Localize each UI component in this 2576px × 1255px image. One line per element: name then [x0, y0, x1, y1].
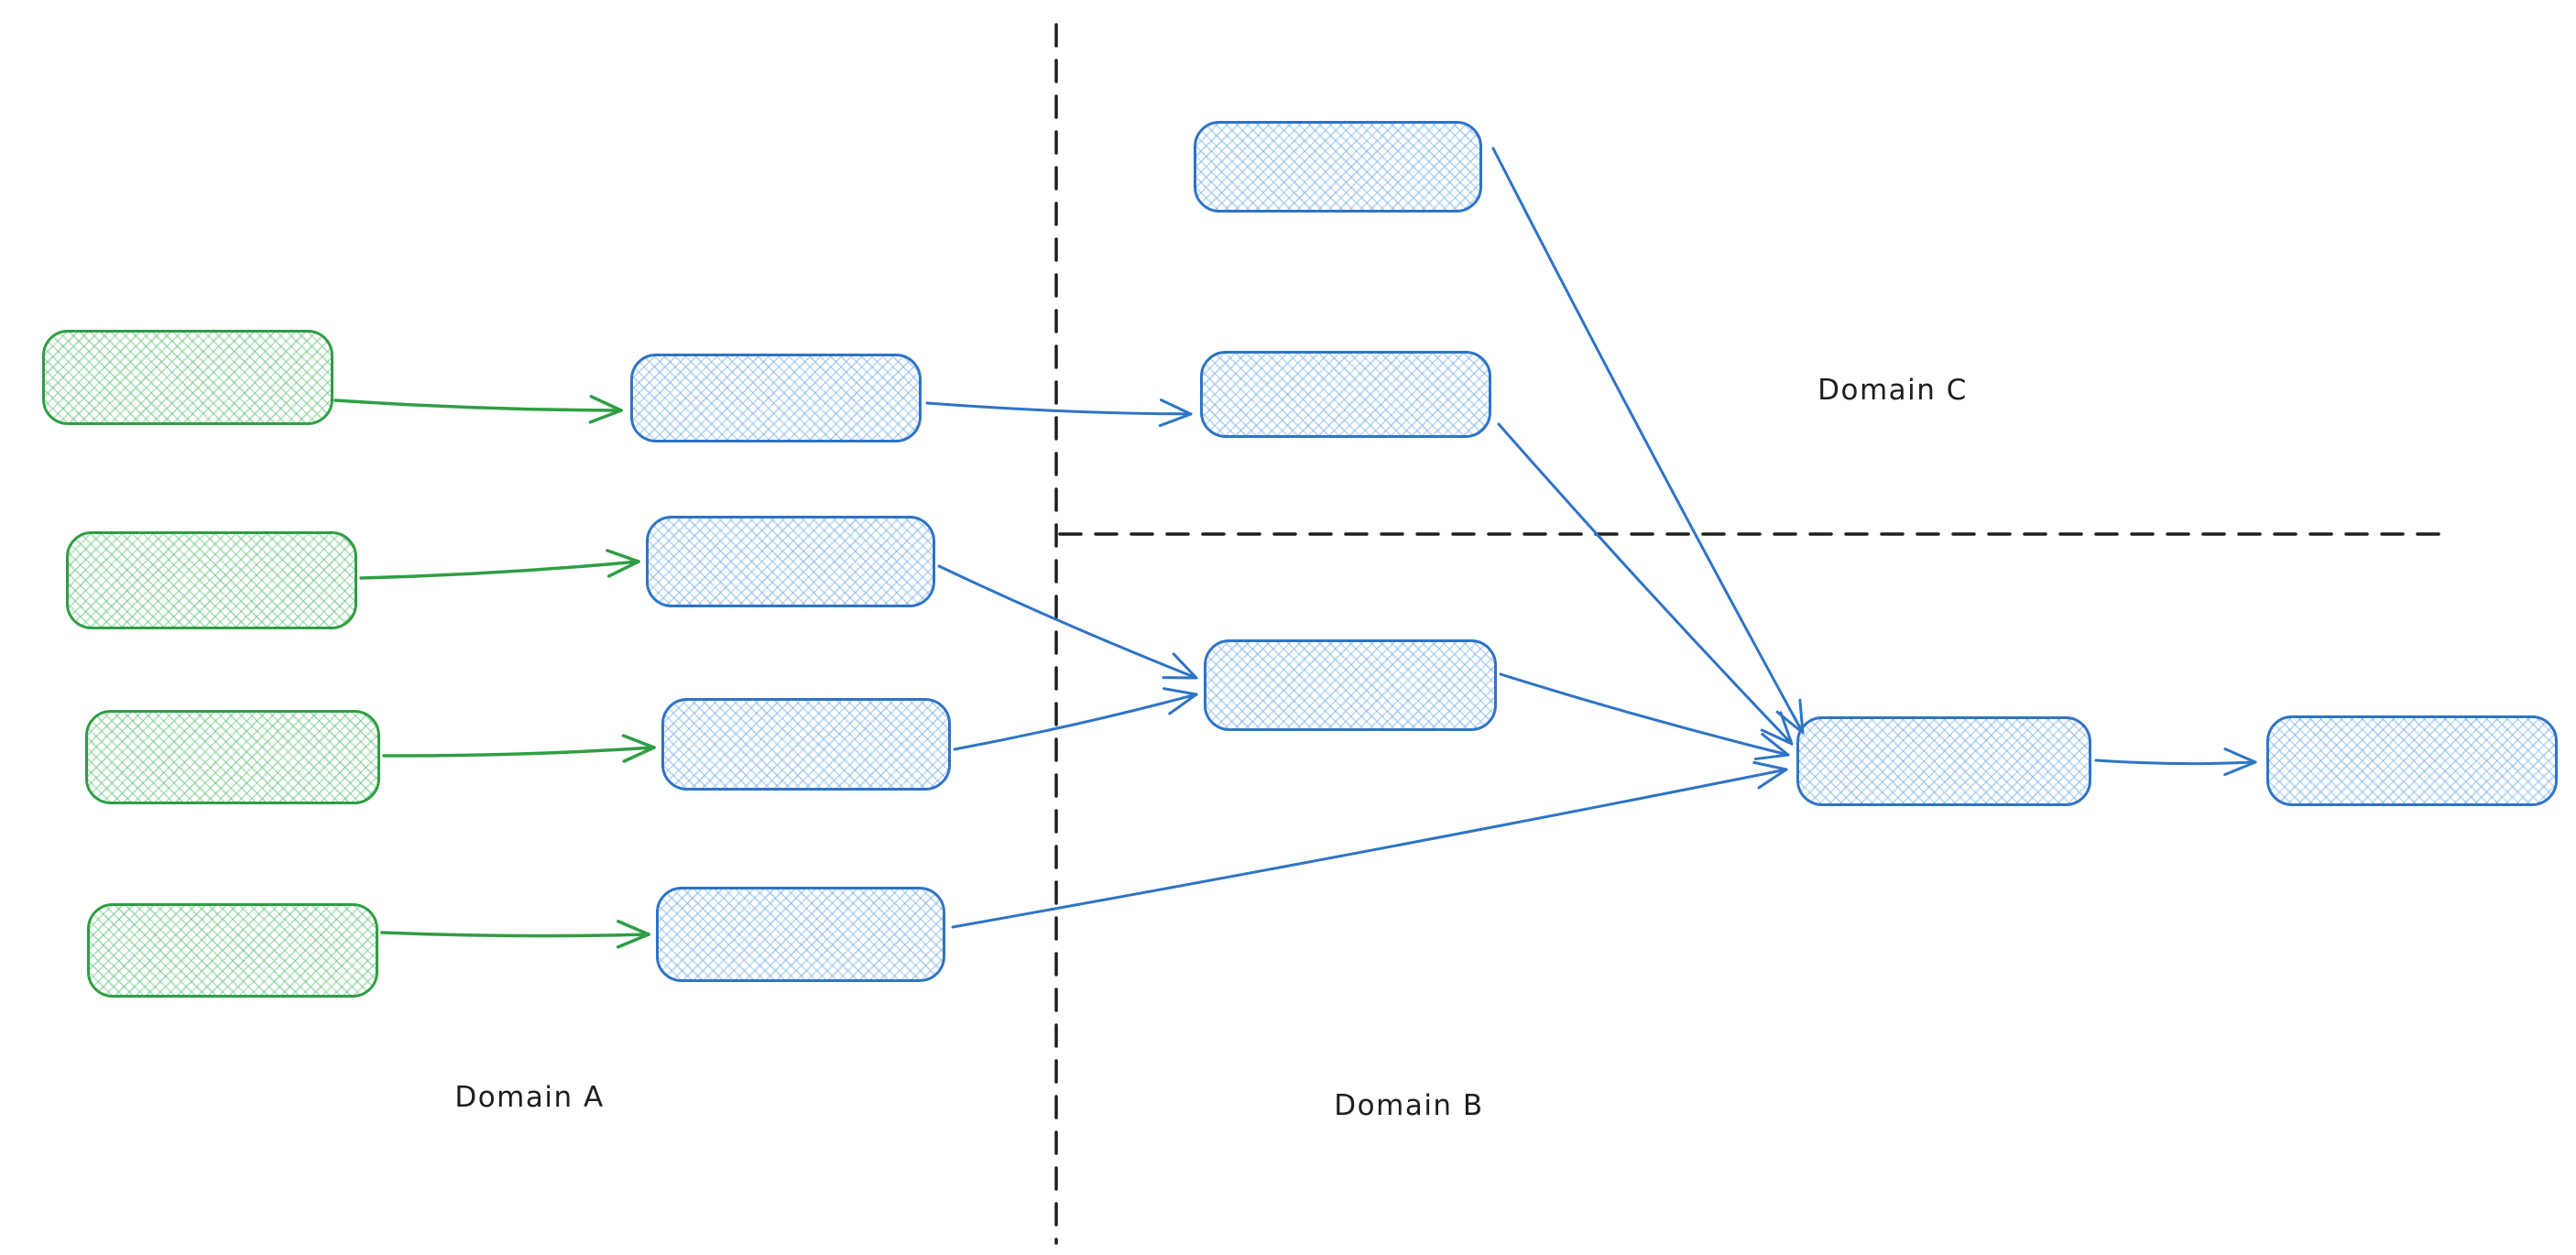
node-green-source-2	[66, 531, 357, 629]
edge-stage1-4-to-hub	[951, 760, 1788, 929]
domain-a-label: Domain A	[454, 1081, 605, 1114]
node-blue-output	[2266, 715, 2558, 806]
edge-domain-c-top-to-hub	[1491, 147, 1805, 735]
node-green-source-1	[42, 330, 333, 425]
node-blue-stage1-4	[656, 887, 945, 982]
domain-c-label: Domain C	[1817, 374, 1968, 407]
edge-source3-to-stage1-3	[382, 734, 656, 763]
node-blue-stage1-3	[661, 698, 951, 791]
edge-stage1-1-to-stage2-row1	[925, 398, 1193, 428]
node-green-source-3	[85, 710, 380, 804]
edge-stage2-row1-to-hub	[1497, 422, 1794, 746]
edge-stage1-3-to-stage2-mid	[953, 687, 1198, 751]
domain-b-label: Domain B	[1334, 1089, 1484, 1122]
edge-source2-to-stage1-2	[359, 549, 640, 580]
edge-stage1-2-to-stage2-mid	[937, 564, 1198, 680]
node-green-source-4	[87, 903, 378, 998]
node-blue-stage2-mid	[1204, 639, 1497, 731]
edge-stage2-mid-to-hub	[1499, 672, 1790, 761]
edge-hub-to-output	[2094, 748, 2257, 777]
node-blue-stage1-2	[646, 516, 935, 607]
edge-source1-to-stage1-1	[333, 395, 623, 424]
node-blue-hub	[1796, 716, 2091, 806]
node-blue-stage2-row1	[1200, 351, 1491, 438]
node-blue-domain-c-top	[1194, 121, 1482, 213]
edge-source4-to-stage1-4	[380, 920, 650, 949]
node-blue-stage1-1	[630, 354, 922, 442]
